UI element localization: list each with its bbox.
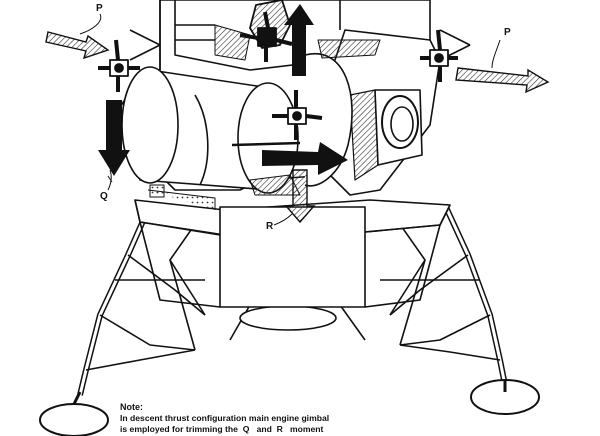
moment-arrows	[45, 4, 550, 224]
leader-q	[107, 169, 112, 191]
arrow-p-right	[455, 67, 550, 94]
label-p-right: P	[504, 27, 511, 38]
note-line-1: In descent thrust configuration main eng…	[120, 413, 330, 423]
ascent-stage	[117, 0, 471, 196]
leader-r	[273, 213, 293, 226]
thruster-quad-top	[239, 0, 293, 62]
thruster-quad-center	[231, 90, 323, 147]
leader-p-left	[79, 13, 102, 35]
rcs-thruster-quads	[98, 0, 458, 147]
leader-p-right	[491, 39, 501, 69]
arrow-center-right	[262, 142, 348, 175]
arrow-r	[284, 169, 316, 224]
thruster-quad-left	[98, 39, 140, 92]
label-r: R	[266, 221, 274, 232]
arrow-top-up	[284, 4, 314, 76]
note-block: Note: In descent thrust configuration ma…	[120, 402, 460, 435]
note-title: Note:	[120, 402, 143, 412]
leader-lines	[79, 13, 501, 226]
descent-stage	[134, 184, 451, 308]
arrow-p-left	[45, 31, 110, 60]
label-p-left: P	[96, 3, 103, 14]
label-q: Q	[100, 191, 108, 202]
thruster-quad-right	[420, 29, 458, 82]
note-line-2: is employed for trimming the Q and R mom…	[120, 424, 324, 434]
